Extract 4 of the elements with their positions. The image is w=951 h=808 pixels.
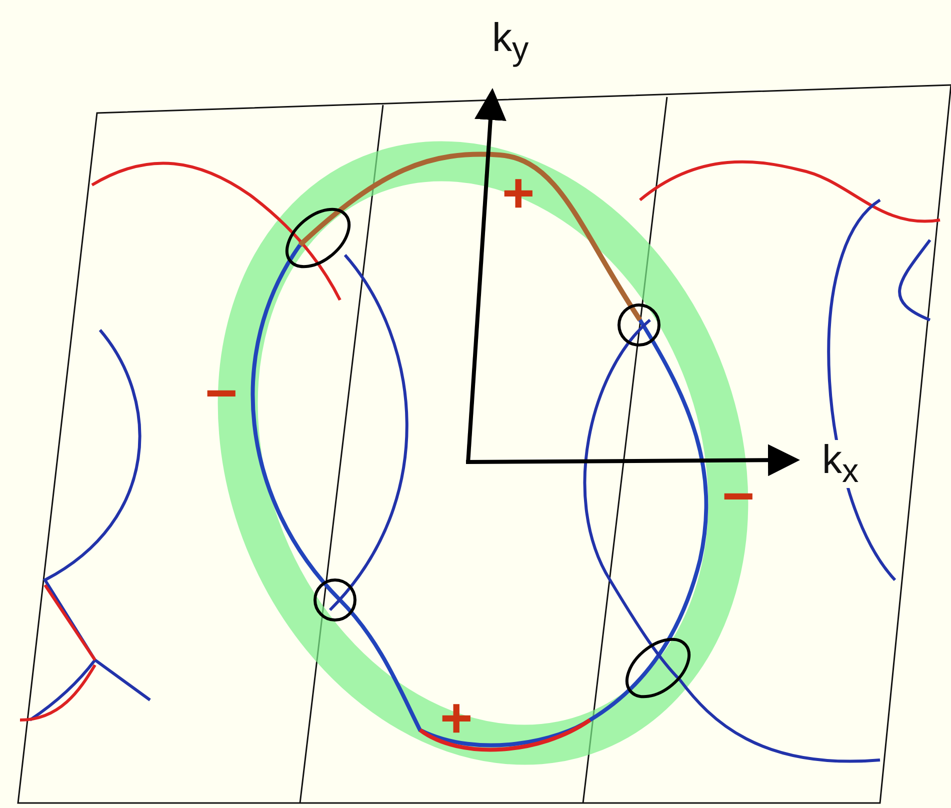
plus-sign: + (440, 690, 473, 746)
minus-sign: − (205, 365, 238, 421)
plus-sign: + (502, 165, 535, 221)
minus-sign: − (722, 468, 755, 524)
